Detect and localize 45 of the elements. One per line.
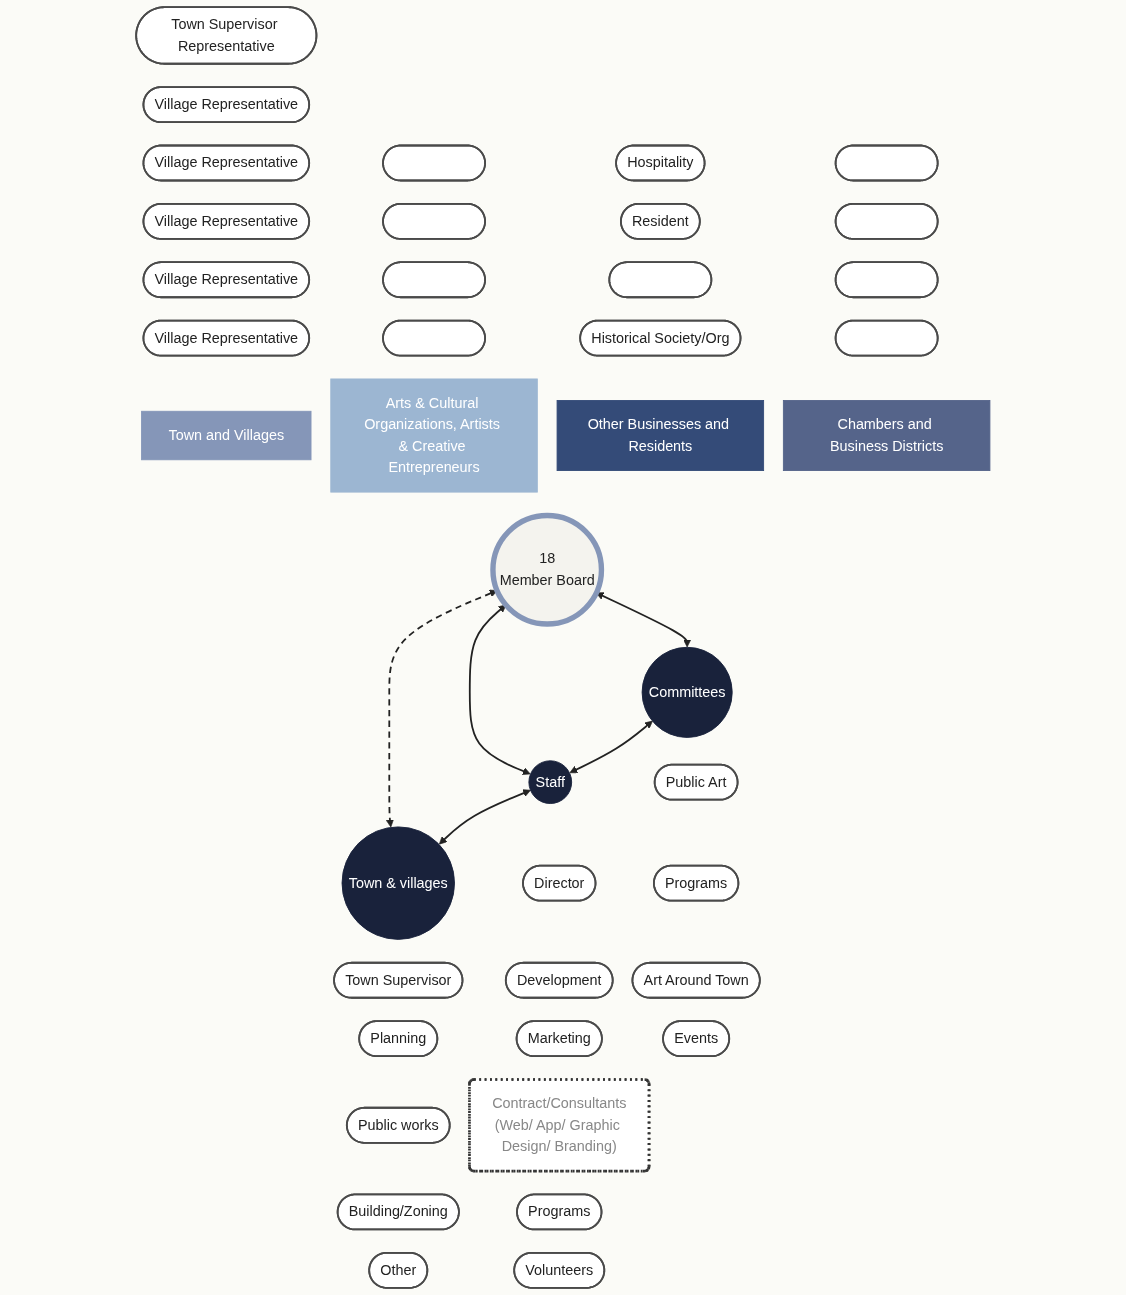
pill-box: Planning	[358, 1020, 439, 1058]
double-arrow	[385, 589, 498, 828]
pill-box: Other	[368, 1251, 429, 1289]
pie-segment: Chambers and Business Districts	[782, 400, 991, 471]
pill-box: Building/Zoning	[336, 1193, 460, 1231]
dotted-box: Contract/Consultants (Web/ App/ Graphic Design/ Branding)	[468, 1078, 651, 1173]
pill-box: Village Representative	[142, 261, 310, 299]
group-circle: Staff	[528, 760, 573, 804]
pie-segment: Other Businesses and Residents	[556, 400, 765, 471]
empty-pill-box	[834, 202, 939, 240]
pill-box: Director	[522, 864, 597, 902]
pie-segment: Arts & Cultural Organizations, Artists & Creative Entrepreneurs	[330, 378, 538, 493]
pill-box: Resident	[619, 202, 701, 240]
pill-box: Public Art	[653, 763, 739, 801]
empty-pill-box	[382, 319, 486, 357]
pill-box: Development	[504, 961, 614, 999]
empty-pill-box	[834, 261, 939, 299]
double-arrow	[569, 720, 653, 774]
pie-segment: Town and Villages	[141, 410, 312, 461]
pill-box: Hospitality	[615, 144, 706, 182]
pill-box: Village Representative	[142, 144, 310, 182]
pill-box: Art Around Town	[631, 961, 761, 999]
empty-pill-box	[834, 144, 939, 182]
pill-box: Programs	[652, 864, 740, 902]
pill-box: Historical Society/Org	[579, 319, 742, 357]
pill-box: Town Supervisor	[333, 961, 464, 999]
empty-pill-box	[382, 144, 486, 182]
double-arrow	[468, 604, 531, 775]
empty-pill-box	[608, 261, 713, 299]
group-circle: Committees	[641, 646, 733, 738]
pill-box: Marketing	[515, 1020, 603, 1058]
empty-pill-box	[834, 319, 939, 357]
empty-pill-box	[382, 261, 486, 299]
pill-box: Village Representative	[142, 202, 310, 240]
pill-box: Village Representative	[142, 319, 310, 357]
group-circle: Town & villages	[341, 826, 455, 940]
pill-box: Public works	[345, 1106, 451, 1144]
pill-box: Events	[662, 1020, 731, 1058]
empty-pill-box	[382, 202, 486, 240]
double-arrow	[438, 789, 531, 845]
pill-box: Volunteers	[513, 1251, 606, 1289]
board-circle: 18 Member Board	[490, 512, 605, 627]
pill-box: Programs	[516, 1193, 603, 1231]
pill-box: Town Supervisor Representative	[135, 6, 318, 65]
pill-box: Village Representative	[142, 86, 310, 124]
